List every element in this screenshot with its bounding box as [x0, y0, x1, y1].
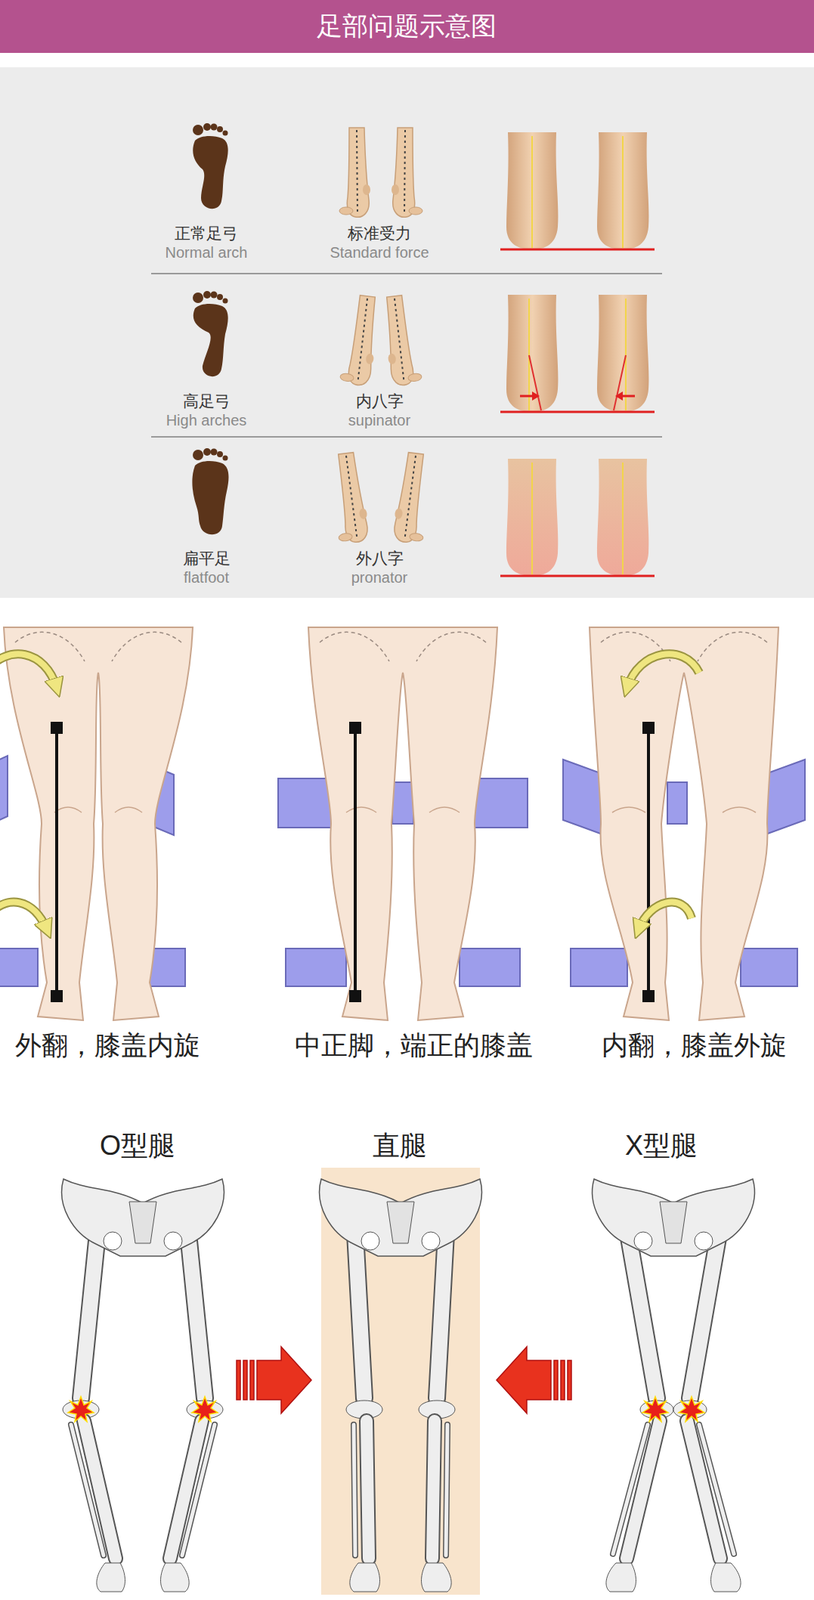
arch-label-en: High arches [166, 411, 248, 430]
arch-label-en: Normal arch [165, 243, 248, 262]
leg-type-label: O型腿 [99, 1129, 176, 1162]
arch-label-en: flatfoot [183, 568, 230, 587]
force-label-en: supinator [348, 411, 411, 430]
force-label-en: Standard force [329, 243, 429, 262]
arch-label: 扁平足 [182, 548, 231, 568]
leg-type-label: X型腿 [625, 1129, 698, 1162]
leg-type-label: 直腿 [372, 1129, 428, 1162]
force-label-en: pronator [351, 568, 409, 587]
force-label: 外八字 [355, 548, 404, 568]
page-title: 足部问题示意图 [316, 10, 497, 42]
arch-label: 高足弓 [182, 391, 231, 411]
force-label: 标准受力 [347, 223, 412, 243]
leg-caption: 内翻，膝盖外旋 [601, 1029, 787, 1062]
leg-caption: 中正脚，端正的膝盖 [294, 1029, 533, 1062]
leg-caption: 外翻，膝盖内旋 [15, 1029, 201, 1062]
force-label: 内八字 [355, 391, 404, 411]
arch-label: 正常足弓 [174, 223, 239, 243]
